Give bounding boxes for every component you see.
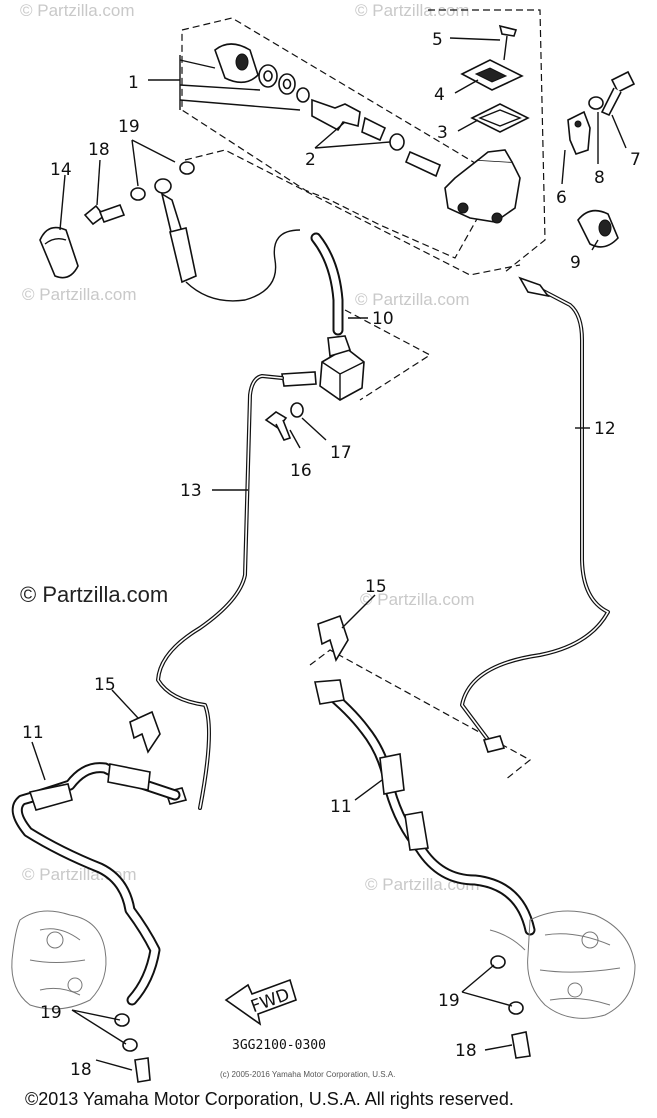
- callout-6: 6: [556, 188, 567, 208]
- callout-12: 12: [594, 419, 616, 439]
- callout-4: 4: [434, 85, 445, 105]
- watermark-middle-right: © Partzilla.com: [360, 590, 475, 609]
- caliper-sketches: [11, 910, 636, 1083]
- footer-copyright: ©2013 Yamaha Motor Corporation, U.S.A. A…: [25, 1089, 514, 1109]
- callout-11-right: 11: [330, 797, 352, 817]
- callout-8: 8: [594, 168, 605, 188]
- watermark-top-left: © Partzilla.com: [20, 1, 135, 20]
- callout-9: 9: [570, 253, 581, 273]
- callout-18-bottom-left: 18: [70, 1060, 92, 1080]
- watermark-upper-left: © Partzilla.com: [22, 285, 137, 304]
- watermarks: © Partzilla.com © Partzilla.com © Partzi…: [20, 1, 480, 894]
- callout-17: 17: [330, 443, 352, 463]
- callout-19-bottom-left: 19: [40, 1003, 62, 1023]
- callout-16: 16: [290, 461, 312, 481]
- diagram-code: 3GG2100-0300: [232, 1038, 326, 1053]
- callout-15-left: 15: [94, 675, 116, 695]
- callout-15-right: 15: [365, 577, 387, 597]
- callout-10: 10: [372, 309, 394, 329]
- callout-1: 1: [128, 73, 139, 93]
- callout-5: 5: [432, 30, 443, 50]
- small-copyright: (c) 2005-2016 Yamaha Motor Corporation, …: [220, 1070, 395, 1079]
- brake-lines: [11, 229, 610, 1006]
- fwd-arrow: FWD: [224, 978, 297, 1026]
- callout-19-bottom-right: 19: [438, 991, 460, 1011]
- watermark-main: © Partzilla.com: [20, 582, 168, 607]
- callout-13: 13: [180, 481, 202, 501]
- callout-7: 7: [630, 150, 641, 170]
- callout-3: 3: [437, 123, 448, 143]
- callout-18-top: 18: [88, 140, 110, 160]
- callout-11-left: 11: [22, 723, 44, 743]
- watermark-top-right: © Partzilla.com: [355, 1, 470, 20]
- callout-18-bottom-right: 18: [455, 1041, 477, 1061]
- callout-2: 2: [305, 150, 316, 170]
- watermark-upper-right: © Partzilla.com: [355, 290, 470, 309]
- callout-19-top: 19: [118, 117, 140, 137]
- leader-lines: [31, 37, 627, 1071]
- callout-numbers: 1 2 3 4 5 6 7 8 9 10 11 11 12 13 14 15 1…: [22, 30, 641, 1080]
- master-cylinder-parts: [39, 24, 636, 284]
- callout-14: 14: [50, 160, 72, 180]
- fwd-label: FWD: [248, 985, 292, 1017]
- assembly-outlines: [181, 9, 546, 781]
